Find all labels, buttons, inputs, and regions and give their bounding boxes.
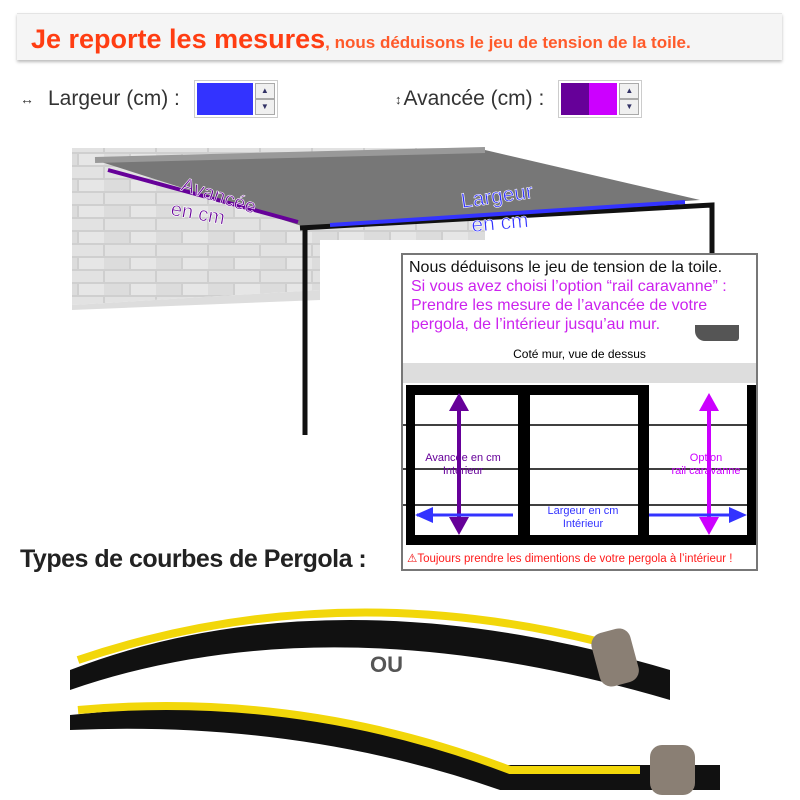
pergola-illustration: Avancée en cm Largeur en cm — [72, 147, 715, 435]
ou-label: OU — [370, 652, 403, 677]
svg-text:en cm: en cm — [470, 209, 529, 237]
avancee-swatch[interactable] — [561, 83, 618, 115]
horizontal-arrow-icon: ↔ — [20, 91, 34, 107]
vertical-arrow-icon: ↕ — [395, 91, 402, 107]
avancee-label: Avancée en cm — [425, 452, 501, 464]
avancee-label: Avancée (cm) : — [403, 87, 545, 110]
increment-button[interactable]: ▲ — [254, 83, 275, 99]
tape-measure — [76, 608, 601, 664]
largeur-color-stepper[interactable]: ▲▼ — [193, 80, 278, 118]
tape-measure — [77, 702, 640, 774]
decrement-button[interactable]: ▼ — [254, 99, 275, 115]
avancee-color-stepper[interactable]: ▲▼ — [558, 80, 643, 118]
option-label: Option — [689, 452, 723, 464]
rail-icon — [695, 325, 739, 341]
warning-text: ⚠Toujours prendre les dimentions de votr… — [407, 551, 732, 565]
largeur-sub: Intérieur — [562, 518, 604, 530]
option-sub: rail caravanne — [671, 465, 741, 477]
largeur-swatch[interactable] — [196, 83, 253, 115]
tape-measure-icon — [650, 745, 695, 795]
top-view-diagram — [403, 363, 756, 545]
info-line: pergola, de l’intérieur jusqu’au mur. — [411, 316, 661, 333]
largeur-label: Largeur en cm — [547, 505, 619, 517]
largeur-field: ↔ Largeur (cm) : ▲▼ — [20, 80, 278, 118]
curve-types-illustration — [70, 608, 720, 795]
info-line: Si vous avez choisi l’option “rail carav… — [411, 278, 727, 295]
section-title: Types de courbes de Pergola : — [20, 545, 367, 573]
warning-icon: ⚠ — [407, 553, 418, 565]
tape-measure-icon — [591, 628, 639, 687]
banner-subtitle: , nous déduisons le jeu de tension de la… — [325, 33, 691, 52]
largeur-arrow — [329, 200, 686, 227]
warning-message: Toujours prendre les dimentions de votre… — [417, 553, 733, 565]
avancee-sub: Intérieur — [442, 465, 484, 477]
increment-button[interactable]: ▲ — [619, 83, 640, 99]
largeur-label: Largeur (cm) : — [48, 87, 180, 110]
info-line: Prendre les mesure de l’avancée de votre — [411, 297, 708, 314]
header-banner: Je reporte les mesures, nous déduisons l… — [17, 13, 782, 60]
avancee-arrow — [107, 168, 299, 224]
info-heading: Nous déduisons le jeu de tension de la t… — [409, 259, 723, 276]
banner-title: Je reporte les mesures — [31, 24, 326, 54]
decrement-button[interactable]: ▼ — [619, 99, 640, 115]
caption: Coté mur, vue de dessus — [513, 347, 646, 361]
info-panel: Nous déduisons le jeu de tension de la t… — [401, 253, 758, 571]
curve-flat-end — [70, 708, 720, 790]
curve-convex — [70, 620, 670, 700]
avancee-field: ↕ Avancée (cm) : ▲▼ — [395, 80, 643, 118]
